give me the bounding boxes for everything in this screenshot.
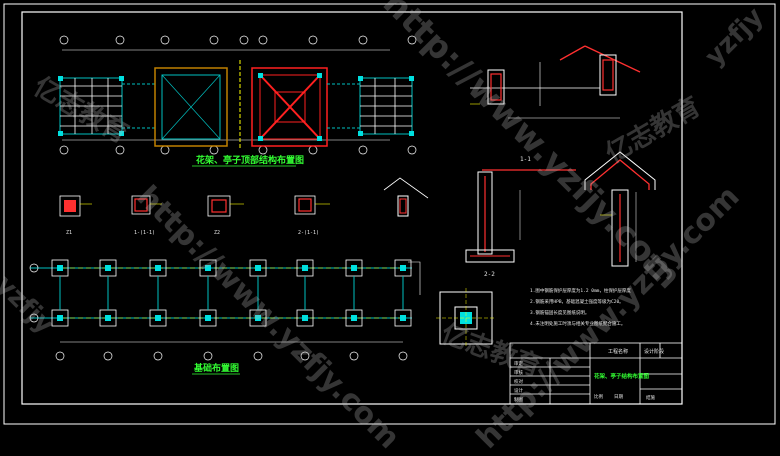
section-1-1-label: 1-1 (520, 156, 531, 163)
title-block-scale: 比例 (594, 393, 603, 400)
gable-section (584, 151, 656, 267)
note-2: 2.钢筋采用HPB，基础混凝土强度等级为C20。 (530, 298, 624, 305)
cad-drawing-canvas[interactable]: 花架、亭子顶部结构布置图 Z1 1-(1-1) Z2 2-(1-1) (0, 0, 780, 429)
outer-frame (3, 3, 776, 425)
section-1-1-detail (465, 169, 576, 263)
roof-plan (58, 35, 417, 155)
roof-plan-title: 花架、亭子顶部结构布置图 (196, 154, 304, 166)
section-2-2-label: 2-2 (484, 271, 495, 278)
title-block-drawing-no: 结施 (646, 394, 655, 401)
general-notes: 1.图中钢筋保护层厚度为1.2 0mm，柱保护层厚度 2.钢筋采用HPB，基础混… (530, 287, 631, 327)
title-block-row-4: 设计 (514, 387, 523, 394)
note-3: 3.钢筋锚固长度见图纸说明。 (530, 309, 589, 316)
roof-axis-bubbles-bottom (59, 145, 417, 155)
note-4: 4.未注明处施工时须与相关专业图纸配合施工。 (530, 320, 625, 327)
title-block-row-5: 制图 (514, 396, 523, 403)
title-block-drawing-name: 花架、亭子结构布置图 (594, 372, 650, 380)
title-block-date: 日期 (614, 394, 623, 400)
bracket-detail (383, 177, 429, 217)
svg-text:Z2: Z2 (214, 230, 220, 236)
column-sections: Z1 1-(1-1) Z2 2-(1-1) (59, 195, 330, 236)
foundation-plan (29, 259, 412, 361)
title-block-project: 工程名称 (608, 348, 628, 355)
title-block-stage: 设计阶段 (644, 348, 664, 355)
title-block-row-2: 审核 (514, 369, 523, 376)
foundation-plan-title: 基础布置图 (193, 362, 239, 374)
beam-detail (470, 45, 641, 119)
footing-detail (408, 261, 496, 348)
title-block (509, 342, 683, 405)
svg-text:Z1: Z1 (66, 230, 72, 236)
svg-text:2-(1-1): 2-(1-1) (298, 230, 319, 236)
title-block-row-3: 校对 (514, 378, 523, 385)
svg-text:1-(1-1): 1-(1-1) (134, 230, 155, 236)
roof-axis-bubbles-top (59, 35, 417, 45)
note-1: 1.图中钢筋保护层厚度为1.2 0mm，柱保护层厚度 (530, 287, 631, 294)
inner-frame (21, 11, 683, 405)
title-block-row-1: 审定 (514, 360, 523, 367)
